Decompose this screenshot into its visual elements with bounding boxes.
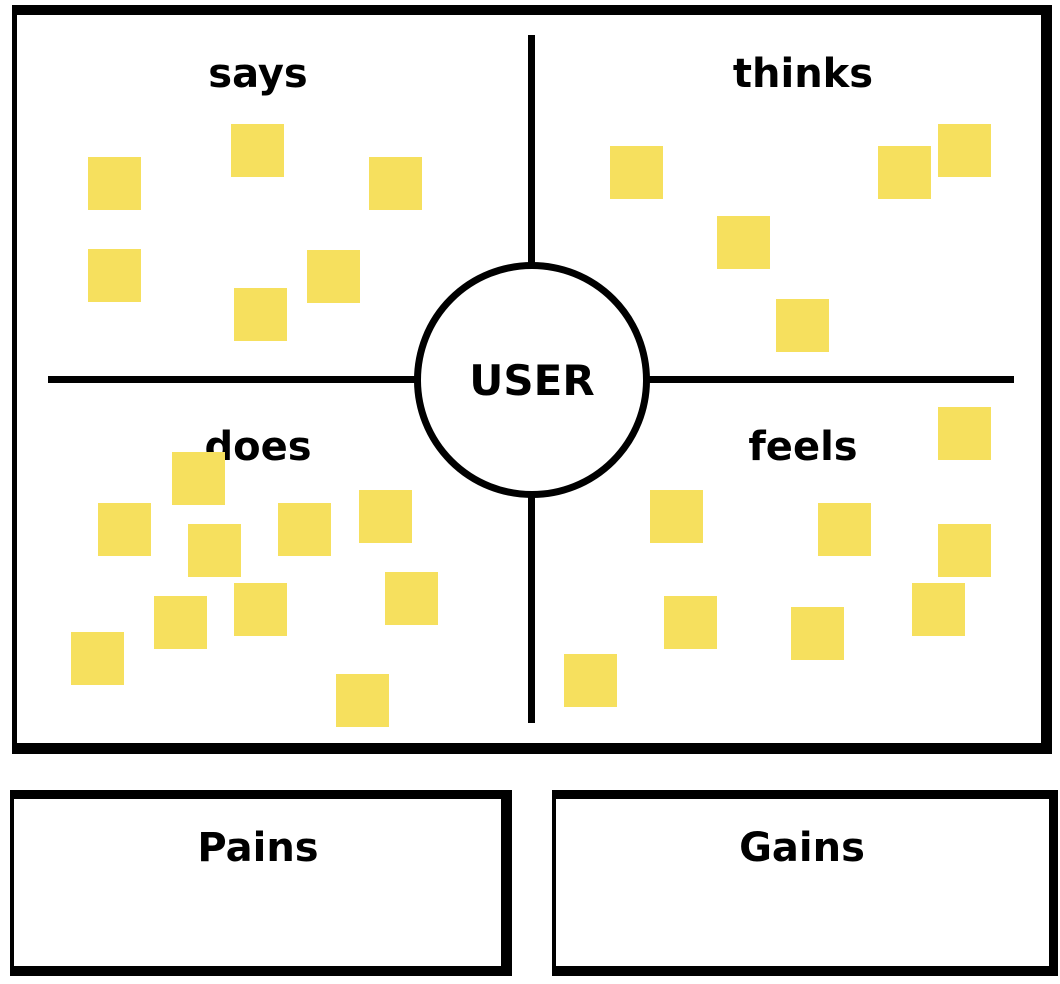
quadrant-label-says: says — [208, 51, 308, 97]
sticky-note[interactable] — [776, 299, 829, 352]
sticky-note[interactable] — [71, 632, 124, 685]
pains-box — [10, 790, 512, 976]
sticky-note[interactable] — [88, 157, 141, 210]
sticky-note[interactable] — [938, 524, 991, 577]
sticky-note[interactable] — [234, 583, 287, 636]
sticky-note[interactable] — [564, 654, 617, 707]
sticky-note[interactable] — [98, 503, 151, 556]
sticky-note[interactable] — [878, 146, 931, 199]
sticky-note[interactable] — [717, 216, 770, 269]
sticky-note[interactable] — [385, 572, 438, 625]
quadrant-label-feels: feels — [748, 424, 858, 470]
user-label: USER — [469, 355, 595, 405]
sticky-note[interactable] — [938, 407, 991, 460]
sticky-note[interactable] — [278, 503, 331, 556]
quadrant-label-thinks: thinks — [732, 51, 874, 97]
user-circle: USER — [414, 262, 650, 498]
sticky-note[interactable] — [172, 452, 225, 505]
sticky-note[interactable] — [88, 249, 141, 302]
sticky-note[interactable] — [369, 157, 422, 210]
pains-label: Pains — [197, 825, 319, 871]
sticky-note[interactable] — [791, 607, 844, 660]
sticky-note[interactable] — [912, 583, 965, 636]
sticky-note[interactable] — [359, 490, 412, 543]
sticky-note[interactable] — [188, 524, 241, 577]
sticky-note[interactable] — [231, 124, 284, 177]
sticky-note[interactable] — [650, 490, 703, 543]
sticky-note[interactable] — [307, 250, 360, 303]
sticky-note[interactable] — [610, 146, 663, 199]
sticky-note[interactable] — [154, 596, 207, 649]
sticky-note[interactable] — [336, 674, 389, 727]
sticky-note[interactable] — [938, 124, 991, 177]
gains-box — [552, 790, 1058, 976]
sticky-note[interactable] — [664, 596, 717, 649]
gains-label: Gains — [739, 825, 865, 871]
sticky-note[interactable] — [818, 503, 871, 556]
sticky-note[interactable] — [234, 288, 287, 341]
